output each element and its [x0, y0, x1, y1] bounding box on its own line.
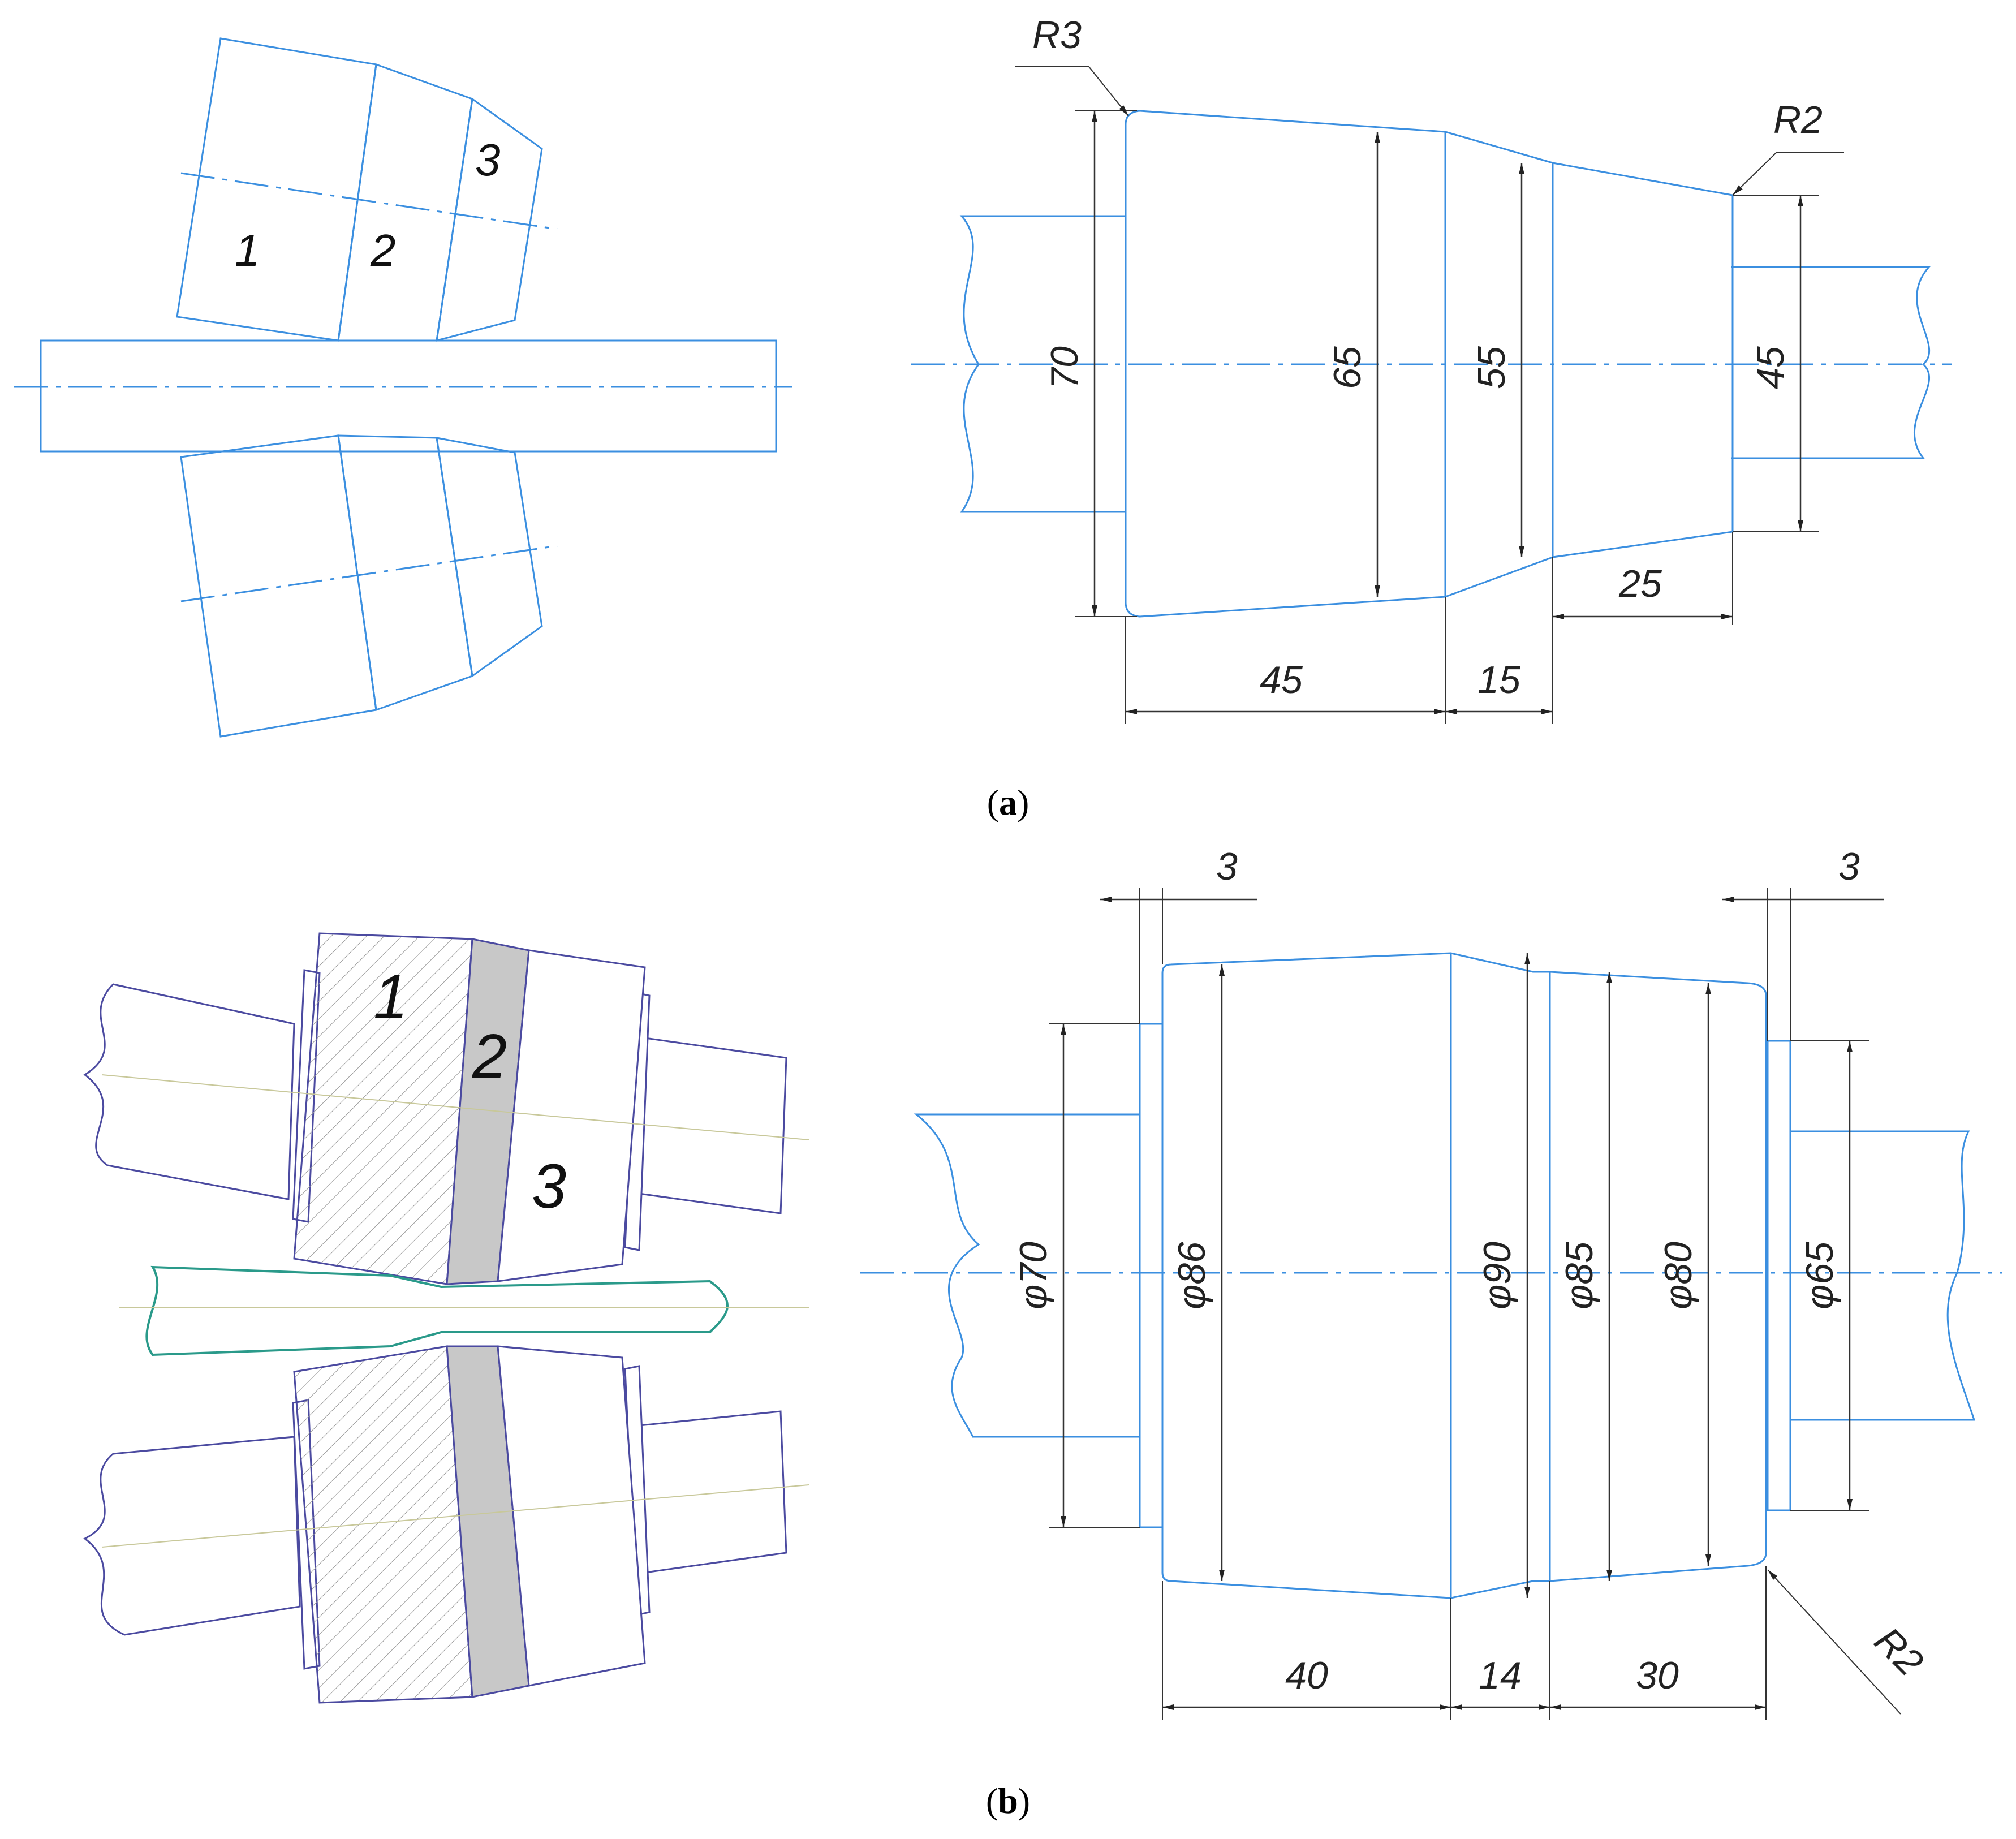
bottom-roll-axis	[180, 545, 558, 602]
dim-label-gap-right: 3	[1838, 845, 1860, 888]
dim-label-len45: 45	[1260, 658, 1303, 701]
bottom-roll-segment-2	[337, 434, 473, 712]
left-shaft-a	[959, 215, 1126, 513]
dim-label-65: 65	[1326, 346, 1369, 389]
bottom-roll-segment-1	[180, 434, 377, 738]
leader-r3	[1015, 66, 1129, 117]
dim-label-55: 55	[1470, 346, 1513, 389]
dim-label-phi65: φ65	[1798, 1242, 1841, 1310]
leader-r2-b	[1767, 1569, 1901, 1715]
strip-b	[145, 1265, 729, 1356]
panel-a-dimensioned-roll: 70 65 55 45 45 15 25 R3 R2 (a)	[911, 14, 1952, 822]
top-roll-segment-1	[176, 37, 377, 342]
caption-b: (b)	[986, 1781, 1030, 1821]
right-shaft-a	[1731, 266, 1931, 459]
bottom-roll-b-segment-3	[497, 1345, 646, 1687]
dim-label-phi70: φ70	[1012, 1242, 1055, 1310]
workpiece-bar	[40, 339, 777, 453]
dim-label-gap-left: 3	[1216, 845, 1238, 888]
left-shaft-b-dim	[914, 1113, 1140, 1438]
left-collar-b-dim	[1139, 1023, 1164, 1528]
bottom-roll-b-axis	[101, 1484, 809, 1548]
segment-label-b-3: 3	[532, 1152, 566, 1221]
roll-body-a	[1125, 110, 1734, 618]
top-roll-b-axis	[101, 1074, 809, 1140]
panel-a-roll-sketch: 1 2 3	[14, 37, 792, 738]
roll-body-b	[1161, 952, 1767, 1599]
dim-label-phi86: φ86	[1170, 1242, 1213, 1310]
segment-label-3: 3	[475, 135, 501, 185]
top-roll-segment-2	[337, 63, 473, 342]
dim-label-len30: 30	[1636, 1654, 1679, 1697]
top-roll-segment-3	[436, 97, 543, 342]
panel-b-dimensioned-roll: φ70 φ86 φ90 φ85 φ80 φ65 3 3 40 14 30	[860, 845, 2002, 1821]
bottom-left-shaft-b	[83, 1436, 301, 1636]
segment-label-b-2: 2	[472, 1022, 507, 1091]
dim-label-len40: 40	[1285, 1654, 1328, 1697]
panel-b-roll-sketch: 1 2 3	[83, 932, 809, 1704]
dim-label-r2-b: R2	[1866, 1619, 1931, 1684]
right-shaft-b-dim	[1790, 1130, 1976, 1421]
segment-label-1: 1	[235, 225, 260, 275]
dim-label-len14: 14	[1479, 1654, 1522, 1697]
top-roll-b-segment-3	[497, 949, 646, 1282]
dim-label-phi85: φ85	[1558, 1242, 1601, 1310]
dim-label-len25: 25	[1618, 562, 1662, 605]
segment-label-2: 2	[370, 225, 396, 275]
segment-label-b-1: 1	[373, 962, 408, 1032]
dim-label-phi90: φ90	[1476, 1242, 1519, 1310]
top-left-shaft-b	[83, 983, 295, 1200]
top-roll-axis	[180, 172, 558, 230]
dim-label-r2-a: R2	[1773, 98, 1823, 141]
right-collar-b-dim	[1767, 1040, 1791, 1511]
dim-label-70: 70	[1043, 346, 1086, 389]
dim-label-r3: R3	[1032, 14, 1082, 57]
dim-label-len15: 15	[1477, 658, 1520, 701]
dim-label-45-diameter: 45	[1749, 346, 1792, 389]
bottom-roll-segment-3	[436, 437, 543, 678]
bottom-right-shaft-b	[638, 1410, 787, 1574]
leader-r2-a	[1732, 152, 1844, 196]
bottom-roll-b-segment-1	[293, 1345, 473, 1704]
caption-a: (a)	[987, 782, 1029, 822]
dim-label-phi80: φ80	[1657, 1242, 1700, 1310]
